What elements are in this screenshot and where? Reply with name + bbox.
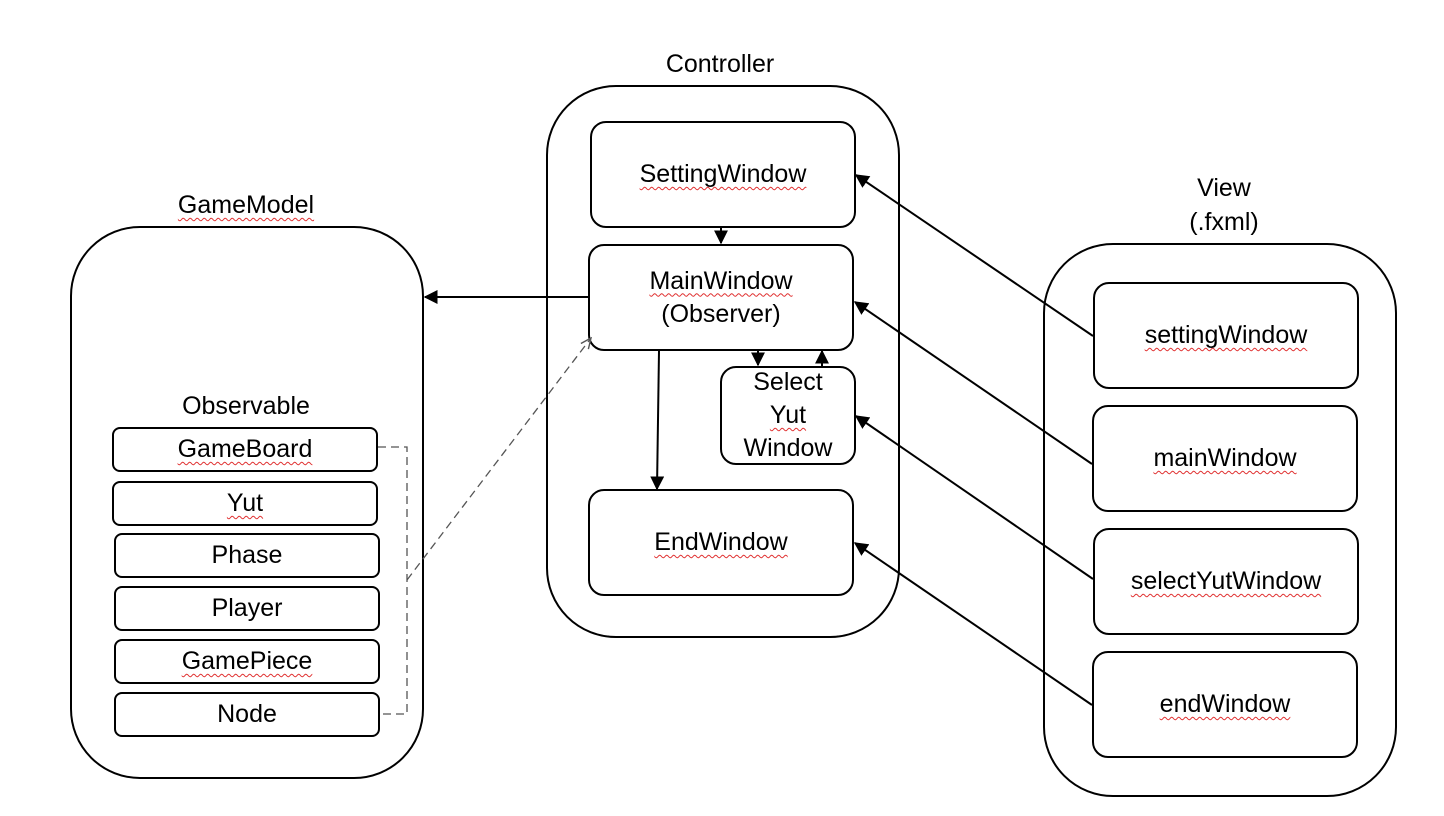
gamepiece-class: GamePiece [114, 639, 380, 684]
observable-label: Observable [182, 392, 310, 420]
gameboard-class: GameBoard [112, 427, 378, 472]
gamemodel-title: GameModel [177, 191, 315, 219]
yut-class: Yut [112, 481, 378, 526]
setting-window-controller: SettingWindow [590, 121, 856, 228]
setting-window-view: settingWindow [1093, 282, 1359, 389]
player-class: Player [114, 586, 380, 631]
end-window-view: endWindow [1092, 651, 1358, 758]
end-window-controller: EndWindow [588, 489, 854, 596]
select-yut-window-view: selectYutWindow [1093, 528, 1359, 635]
main-window-controller: MainWindow(Observer) [588, 244, 854, 351]
main-window-view: mainWindow [1092, 405, 1358, 512]
node-class: Node [114, 692, 380, 737]
phase-class: Phase [114, 533, 380, 578]
controller-title: Controller [665, 50, 775, 78]
view-title: View (.fxml) [1189, 174, 1259, 236]
